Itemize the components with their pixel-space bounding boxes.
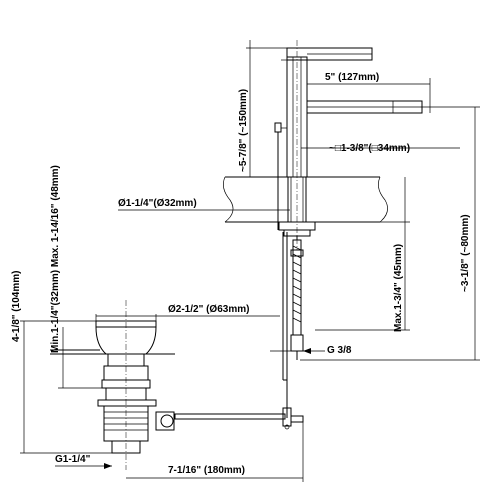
pivot-linkage	[155, 407, 304, 431]
label-overall-depth: ~3-1/8" (~80mm)	[460, 214, 471, 292]
label-deck-thickness: Max.1-3/4" (45mm)	[393, 244, 404, 332]
label-square-body: ~□1-3/8"(□34mm)	[329, 143, 410, 154]
dimension-hose-thread: G 3/8	[270, 345, 352, 356]
label-sink-thickness: Min.1-1/4"(32mm) Max. 1-14/16" (48mm)	[50, 165, 61, 353]
label-spout-length: 5" (127mm)	[325, 72, 379, 83]
label-drain-cap: Ø2-1/2" (Ø63mm)	[168, 304, 249, 315]
dimension-hole-diameter: Ø1-1/4"(Ø32mm)	[118, 198, 290, 211]
spout	[306, 100, 435, 114]
dimension-body-height: ~5-7/8" (~150mm)	[238, 40, 287, 178]
dimension-sink-thickness: Min.1-1/4"(32mm) Max. 1-14/16" (48mm)	[50, 165, 102, 389]
label-drain-height: 4-1/8" (104mm)	[11, 271, 22, 342]
dimension-drain-thread: G1-1/4"	[55, 454, 112, 469]
label-body-height: ~5-7/8" (~150mm)	[238, 89, 249, 172]
drain-assembly	[50, 300, 175, 470]
dimension-overall-depth: ~3-1/8" (~80mm)	[300, 106, 480, 361]
faucet-body	[286, 40, 308, 250]
mounting-shank	[278, 176, 316, 240]
dimension-drain-offset: 7-1/16" (180mm)	[126, 422, 304, 482]
lever-handle	[281, 47, 373, 61]
dimension-square-body: ~□1-3/8"(□34mm)	[301, 143, 460, 154]
label-drain-thread: G1-1/4"	[55, 454, 91, 465]
label-hole-diameter: Ø1-1/4"(Ø32mm)	[118, 198, 197, 209]
pop-up-rod	[277, 132, 288, 418]
countertop	[223, 176, 388, 223]
dimension-spout-length: 5" (127mm)	[306, 72, 431, 113]
label-hose-thread: G 3/8	[327, 345, 352, 356]
dimension-deck-thickness: Max.1-3/4" (45mm)	[315, 177, 410, 332]
pop-up-rod-knob	[274, 122, 287, 133]
supply-hose	[290, 239, 304, 360]
dimension-drain-cap: Ø2-1/2" (Ø63mm)	[95, 304, 280, 321]
dimension-drain-height: 4-1/8" (104mm)	[11, 271, 112, 454]
label-drain-offset: 7-1/16" (180mm)	[168, 465, 245, 476]
